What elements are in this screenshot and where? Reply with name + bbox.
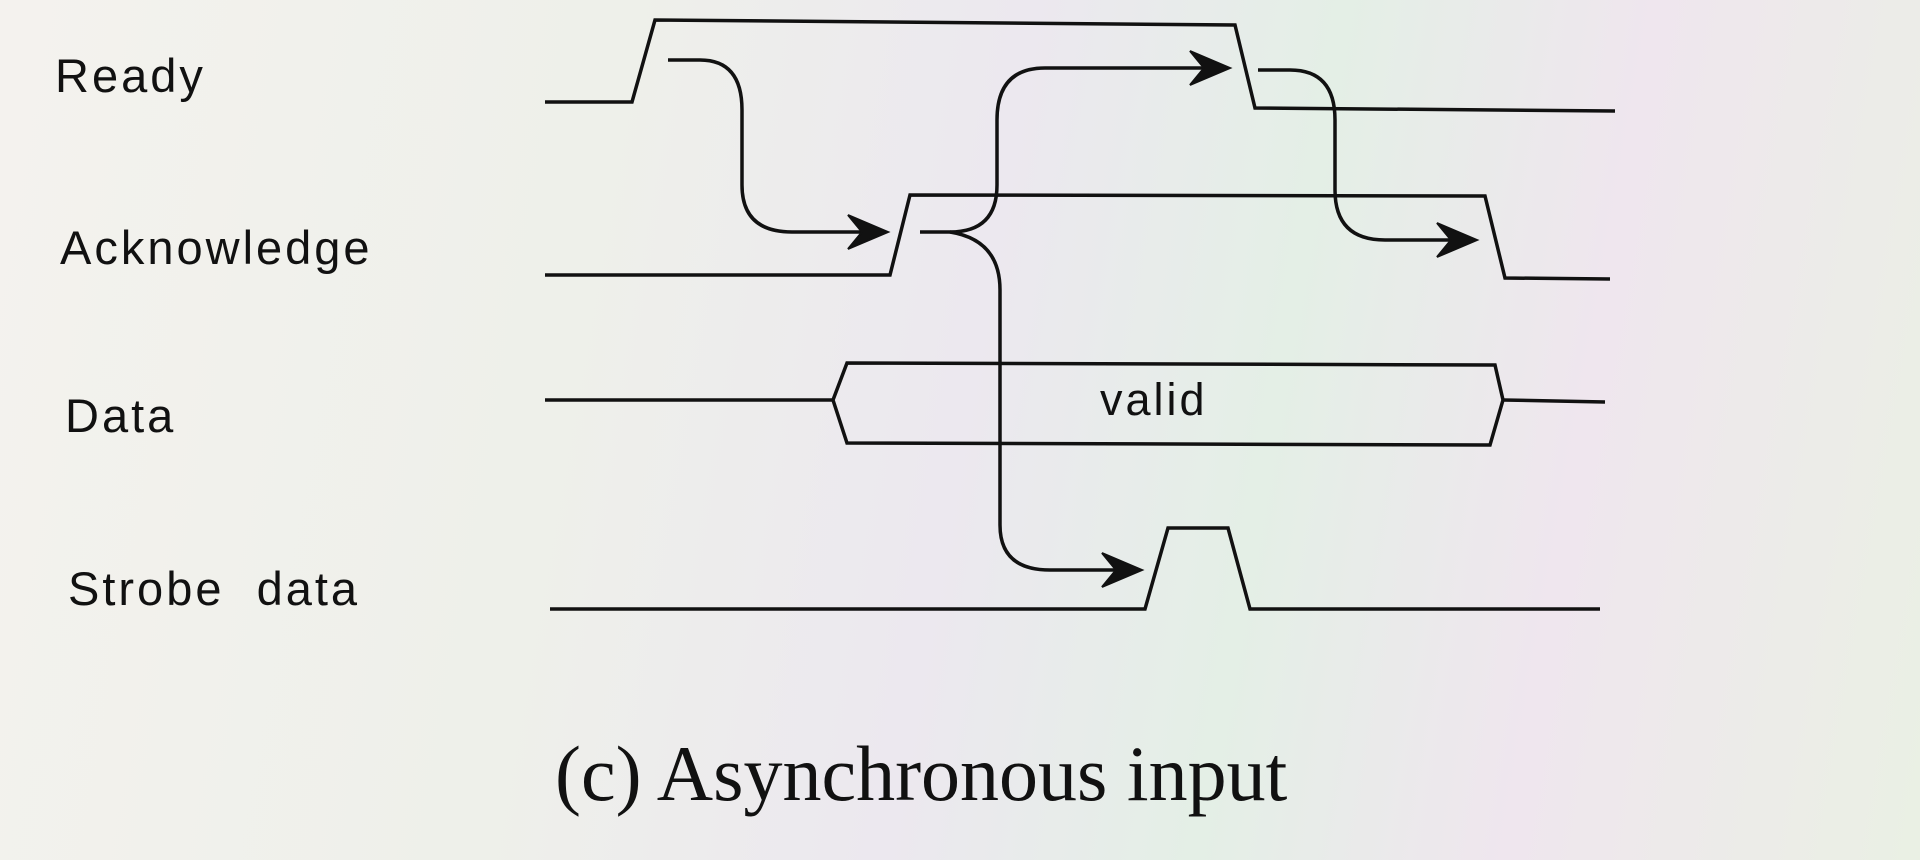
strobe-waveform	[550, 526, 1600, 611]
label-data: Data	[65, 389, 176, 442]
data-bus-line-right	[1502, 398, 1606, 404]
arrow-ready-to-ack-fall	[1258, 68, 1457, 242]
acknowledge-waveform	[545, 193, 1611, 281]
arrow-ack-to-strobe	[949, 230, 1122, 572]
arrow-ready-to-ack	[668, 58, 868, 234]
diagram-caption: (c) Asynchronous input	[555, 730, 1288, 817]
arrow-ack-to-ready-head	[1189, 50, 1233, 86]
label-acknowledge: Acknowledge	[60, 221, 373, 274]
arrow-ready-to-ack-head	[847, 214, 891, 250]
label-ready: Ready	[55, 49, 206, 102]
data-valid-label: valid	[1100, 374, 1208, 425]
label-strobe-data: Strobe data	[68, 562, 360, 615]
arrow-ack-to-ready	[920, 66, 1210, 234]
ready-waveform	[545, 18, 1616, 113]
arrow-ack-to-strobe-head	[1101, 552, 1145, 588]
arrow-ready-to-ack-fall-head	[1436, 222, 1480, 258]
